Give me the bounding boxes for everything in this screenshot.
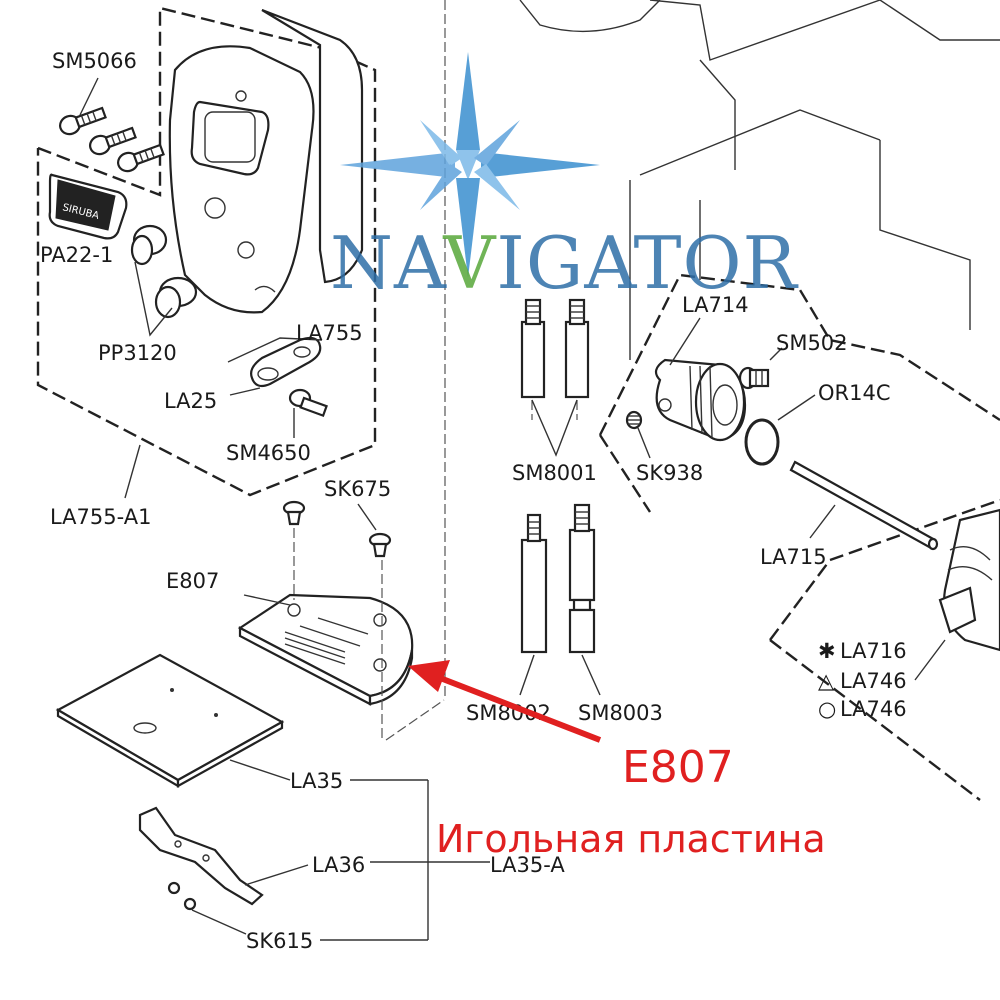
face-plate-slot: [254, 285, 276, 293]
la36-leader: [244, 864, 309, 886]
label-sm8003: SM8003: [578, 701, 663, 725]
e807-leader: [243, 594, 291, 606]
sm8003-leader: [581, 654, 601, 696]
la25-lever: [227, 336, 323, 396]
stud-sm8003: [568, 503, 601, 696]
label-sk675: SK675: [324, 477, 391, 501]
sm502-leader: [769, 347, 783, 361]
label-la746-circle: LA746: [840, 697, 907, 721]
label-e807: E807: [166, 569, 219, 593]
symbol-asterisk: ✱: [818, 639, 836, 663]
label-la36: LA36: [312, 853, 365, 877]
needle-plate-feed-slots: [284, 617, 369, 665]
logo-plate: SIRUBA: [48, 173, 128, 240]
needle-plate-screws: [282, 500, 392, 740]
label-sk615: SK615: [246, 929, 313, 953]
sm8001-leader: [531, 399, 578, 457]
label-pa22-1: PA22-1: [40, 243, 113, 267]
symbol-circle: ○: [818, 697, 836, 721]
stud-sm8002: [519, 513, 548, 696]
watermark-brand-v: V: [442, 221, 497, 305]
label-la35-a: LA35-A: [490, 853, 565, 877]
la25-leader: [229, 387, 261, 396]
watermark-brand-post: IGATOR: [496, 221, 798, 305]
label-la714: LA714: [682, 293, 749, 317]
e807-callout: E807 Игольная пластина: [408, 660, 826, 861]
la716-group-boundary-lower: [769, 639, 981, 801]
or14c-leader: [777, 394, 816, 421]
la714-group-boundary: [598, 273, 1000, 436]
la716-group-boundary: [769, 498, 1000, 641]
la755-a1-leader: [124, 444, 141, 499]
compass-star-icon: [340, 52, 600, 278]
face-plate-window-inner: [204, 111, 256, 163]
face-plate-gasket: [261, 8, 364, 284]
sk675-leader: [357, 503, 377, 531]
needle-plate-e807: [237, 593, 414, 706]
sm4650-screw: [288, 388, 328, 438]
watermark-brand-text: NAVIGATOR: [330, 221, 798, 305]
callout-part-code: E807: [622, 742, 734, 793]
label-pp3120: PP3120: [98, 341, 177, 365]
pp3120-leader: [134, 261, 173, 337]
label-la755-a1: LA755-A1: [50, 505, 151, 529]
label-la25: LA25: [164, 389, 217, 413]
label-or14c: OR14C: [818, 381, 891, 405]
sm5066-leader: [79, 77, 99, 116]
oring-or14c: [744, 394, 816, 466]
needle-plate-hole-left: [287, 603, 301, 617]
la714-group-boundary-lower: [598, 434, 652, 513]
needle-plate-hole-bottom: [373, 658, 387, 672]
label-sm502: SM502: [776, 331, 848, 355]
la714-leader: [669, 317, 701, 366]
face-plate-window: [190, 100, 270, 176]
label-la715: LA715: [760, 545, 827, 569]
face-plate-group: [36, 6, 377, 497]
sm8002-leader: [519, 654, 535, 696]
machine-body-right: [519, 0, 1000, 360]
stud-sm8001-right: [564, 298, 590, 420]
la755-a1-boundary: [36, 6, 377, 497]
label-la755: LA755: [296, 321, 363, 345]
la35-leader: [229, 759, 291, 781]
callout-arrow-shaft: [433, 673, 602, 743]
rod-la715: [789, 460, 939, 551]
callout-part-description: Игольная пластина: [436, 817, 826, 861]
la755-leader: [227, 337, 323, 363]
label-la716: LA716: [840, 639, 907, 663]
label-la746-triangle: LA746: [840, 669, 907, 693]
la716-leader: [914, 639, 946, 681]
la716-parts: [914, 508, 1000, 681]
label-sk938: SK938: [636, 461, 703, 485]
sk938-leader: [637, 427, 651, 459]
face-plate-la755: [168, 45, 315, 314]
la35-a-bracket: [320, 699, 490, 941]
pp3120-plugs: [130, 224, 198, 337]
callout-arrowhead-icon: [408, 660, 450, 692]
face-plate-hole-1: [204, 197, 226, 219]
watermark-brand-pre: NA: [330, 221, 447, 305]
needle-plate-edge-round: [368, 649, 414, 706]
la715-leader: [809, 504, 836, 539]
label-sm8001: SM8001: [512, 461, 597, 485]
label-sm4650: SM4650: [226, 441, 311, 465]
symbol-triangle: △: [818, 669, 835, 693]
face-plate-screw-hole: [235, 90, 247, 102]
needle-plate-hole-top: [373, 613, 387, 627]
screw-sk938: [625, 410, 651, 459]
screw-sm502: [738, 347, 783, 390]
sm5066-screws: [59, 77, 165, 173]
stud-sm8001-left: [520, 298, 546, 420]
label-sm5066: SM5066: [52, 49, 137, 73]
knife-la36: [138, 806, 309, 906]
navigator-watermark: NAVIGATOR: [330, 52, 798, 305]
sk615-screws: [167, 881, 247, 935]
sk615-leader: [191, 909, 247, 935]
label-la35: LA35: [290, 769, 343, 793]
bushing-la714: [654, 317, 747, 442]
face-plate-hole-2: [237, 241, 255, 259]
cover-plate-la35: [55, 653, 291, 788]
